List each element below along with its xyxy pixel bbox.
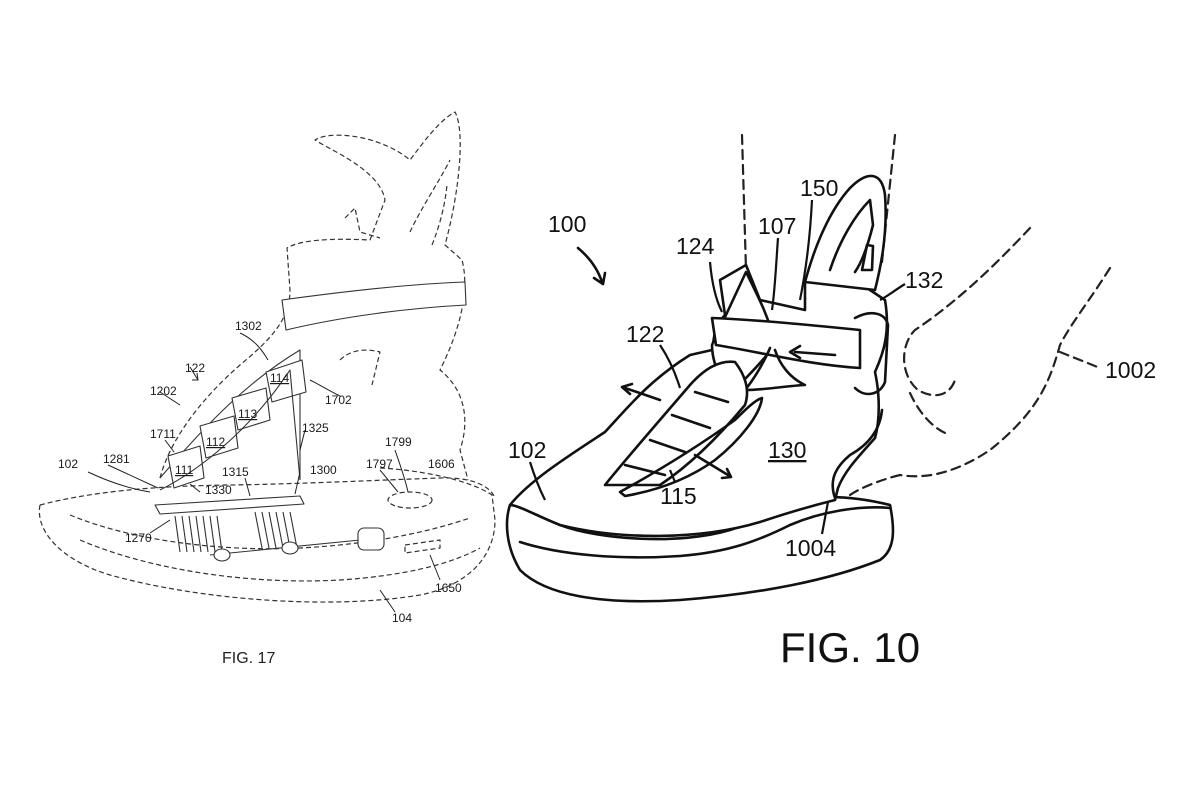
fig17-pad-111 <box>167 445 205 489</box>
fig17-spring-left <box>174 515 223 553</box>
fig17-label-113: 113 <box>238 407 257 421</box>
fig17-label-1711: 1711 <box>150 427 176 441</box>
fig10-arrow-100 <box>576 246 604 284</box>
fig17-spring-right <box>254 511 298 549</box>
fig17-label-1702: 1702 <box>325 393 352 407</box>
fig17-motor <box>357 527 385 551</box>
fig17-pad-114 <box>265 359 307 403</box>
fig10-inner-liner <box>743 346 807 392</box>
fig17-caption: FIG. 17 <box>222 650 275 667</box>
fig10-lace-panel-divider-1 <box>623 463 667 477</box>
fig10-label-130: 130 <box>768 437 806 463</box>
fig17-label-1300: 1300 <box>310 463 337 477</box>
fig10-lacing-panel <box>603 360 764 498</box>
fig10-midsole-line <box>518 506 892 559</box>
fig17-label-104: 104 <box>392 611 412 625</box>
fig10-arrow-out-head <box>620 382 634 396</box>
fig17-drawing: 1302 122 114 1202 1702 113 1711 112 1325… <box>38 111 496 667</box>
fig17-label-1281: 1281 <box>103 452 130 466</box>
fig17-lacing-engine <box>154 495 441 562</box>
fig17-label-1325: 1325 <box>302 421 329 435</box>
fig10-label-1004: 1004 <box>785 535 836 561</box>
fig10-drawing: 150 100 124 107 132 122 1002 102 130 115… <box>505 133 1156 671</box>
fig17-outsole <box>38 467 496 603</box>
fig17-label-1606: 1606 <box>428 457 455 471</box>
fig17-pad-113 <box>231 387 271 431</box>
fig10-side-cutout <box>618 396 764 498</box>
fig10-tongue-slot <box>860 243 875 272</box>
fig10-heel-counter <box>831 408 884 500</box>
fig10-strap-arrow <box>793 350 837 357</box>
fig10-label-124: 124 <box>676 233 715 259</box>
fig10-label-122: 122 <box>626 321 664 347</box>
fig17-label-114: 114 <box>270 371 289 385</box>
fig17-upper <box>159 111 469 481</box>
fig17-reference-labels: 1302 122 114 1202 1702 113 1711 112 1325… <box>58 319 462 625</box>
fig10-lace-panel-divider-3 <box>670 413 712 430</box>
fig17-sensor-1606 <box>387 491 433 509</box>
fig10-arrow-100-head <box>592 271 607 286</box>
fig10-arrow-in <box>693 453 730 477</box>
fig17-lace-guide <box>159 369 301 491</box>
fig10-strap <box>710 316 862 370</box>
fig10-strap-arrowhead <box>788 344 802 360</box>
fig10-strap-end <box>853 311 890 396</box>
fig17-midsole-top <box>39 477 496 506</box>
fig10-arrow-in-head <box>720 467 733 480</box>
fig17-label-1799: 1799 <box>385 435 412 449</box>
fig10-arrow-out <box>623 386 662 402</box>
fig17-label-102: 102 <box>58 457 78 471</box>
fig17-battery <box>404 539 441 554</box>
fig10-label-107: 107 <box>758 213 796 239</box>
fig10-lace-panel <box>603 360 749 487</box>
fig17-label-111: 111 <box>175 463 194 477</box>
fig17-label-1797: 1797 <box>366 457 393 471</box>
fig17-insole <box>69 514 471 550</box>
fig17-insole-lower <box>79 539 481 582</box>
fig17-plate <box>154 495 305 515</box>
fig10-reference-labels: 150 100 124 107 132 122 1002 102 130 115… <box>508 175 1156 561</box>
fig17-pulley-left <box>213 548 231 562</box>
fig10-label-132: 132 <box>905 267 943 293</box>
fig10-caption: FIG. 10 <box>780 624 920 671</box>
fig17-lacing-pads <box>159 359 307 491</box>
fig10-label-102: 102 <box>508 437 546 463</box>
fig17-label-1202: 1202 <box>150 384 177 398</box>
fig10-finger <box>841 473 902 509</box>
fig10-tongue-inner <box>828 198 875 274</box>
fig10-arrow-1002-lead <box>1058 350 1102 370</box>
fig17-pulley-right <box>281 541 299 555</box>
fig17-strap <box>281 281 467 331</box>
fig10-lace-panel-divider-2 <box>648 438 687 454</box>
fig10-label-150: 150 <box>800 175 838 201</box>
fig17-leader-lines <box>87 332 441 613</box>
fig10-lace-panel-divider-4 <box>693 390 730 404</box>
fig17-heel-tab <box>344 159 451 246</box>
fig10-label-115: 115 <box>660 483 697 509</box>
fig17-label-1302: 1302 <box>235 319 262 333</box>
fig17-label-1315: 1315 <box>222 465 249 479</box>
fig10-hand <box>898 226 1112 478</box>
fig17-label-122: 122 <box>185 361 205 375</box>
fig10-label-100: 100 <box>548 211 586 237</box>
fig17-label-1270: 1270 <box>125 531 152 545</box>
fig17-pad-112 <box>199 415 239 459</box>
fig17-strap-loop <box>339 349 381 386</box>
fig10-label-1002: 1002 <box>1105 357 1156 383</box>
fig17-label-1650: 1650 <box>435 581 462 595</box>
fig10-leader-lines <box>528 199 906 535</box>
fig17-label-112: 112 <box>206 435 225 449</box>
fig17-label-1330: 1330 <box>205 483 232 497</box>
fig10-leg-front <box>740 133 748 272</box>
